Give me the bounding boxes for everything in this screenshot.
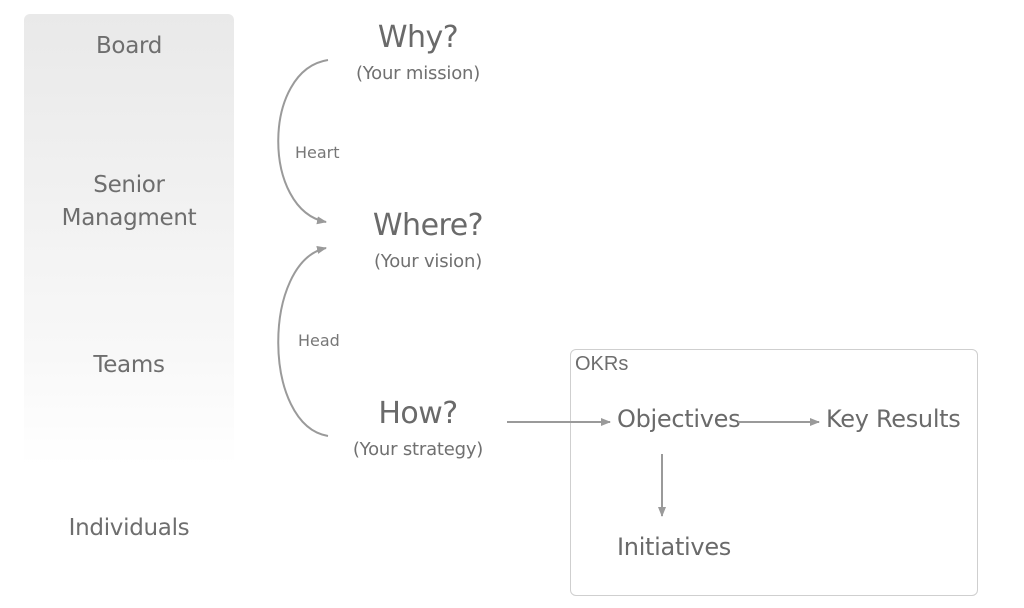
key-results-node: Key Results bbox=[826, 405, 961, 433]
how-subtitle: (Your strategy) bbox=[352, 439, 484, 460]
where-title: Where? bbox=[372, 208, 484, 243]
where-subtitle: (Your vision) bbox=[373, 251, 483, 272]
head-arrow bbox=[277, 246, 329, 437]
heart-arrow bbox=[277, 59, 329, 225]
initiatives-node: Initiatives bbox=[617, 533, 731, 561]
hierarchy-panel bbox=[24, 14, 234, 466]
objectives-node: Objectives bbox=[617, 405, 741, 433]
level-teams: Teams bbox=[93, 352, 165, 378]
okrs-box bbox=[570, 349, 978, 596]
why-subtitle: (Your mission) bbox=[355, 63, 481, 84]
heart-label: Heart bbox=[295, 143, 340, 162]
head-label: Head bbox=[298, 331, 340, 350]
level-senior-line2: Managment bbox=[61, 205, 197, 231]
level-individuals: Individuals bbox=[68, 515, 190, 541]
why-title: Why? bbox=[377, 20, 459, 55]
how-title: How? bbox=[378, 396, 458, 431]
level-senior-line1: Senior bbox=[93, 172, 165, 198]
okrs-title: OKRs bbox=[575, 353, 629, 375]
level-board: Board bbox=[95, 33, 163, 59]
